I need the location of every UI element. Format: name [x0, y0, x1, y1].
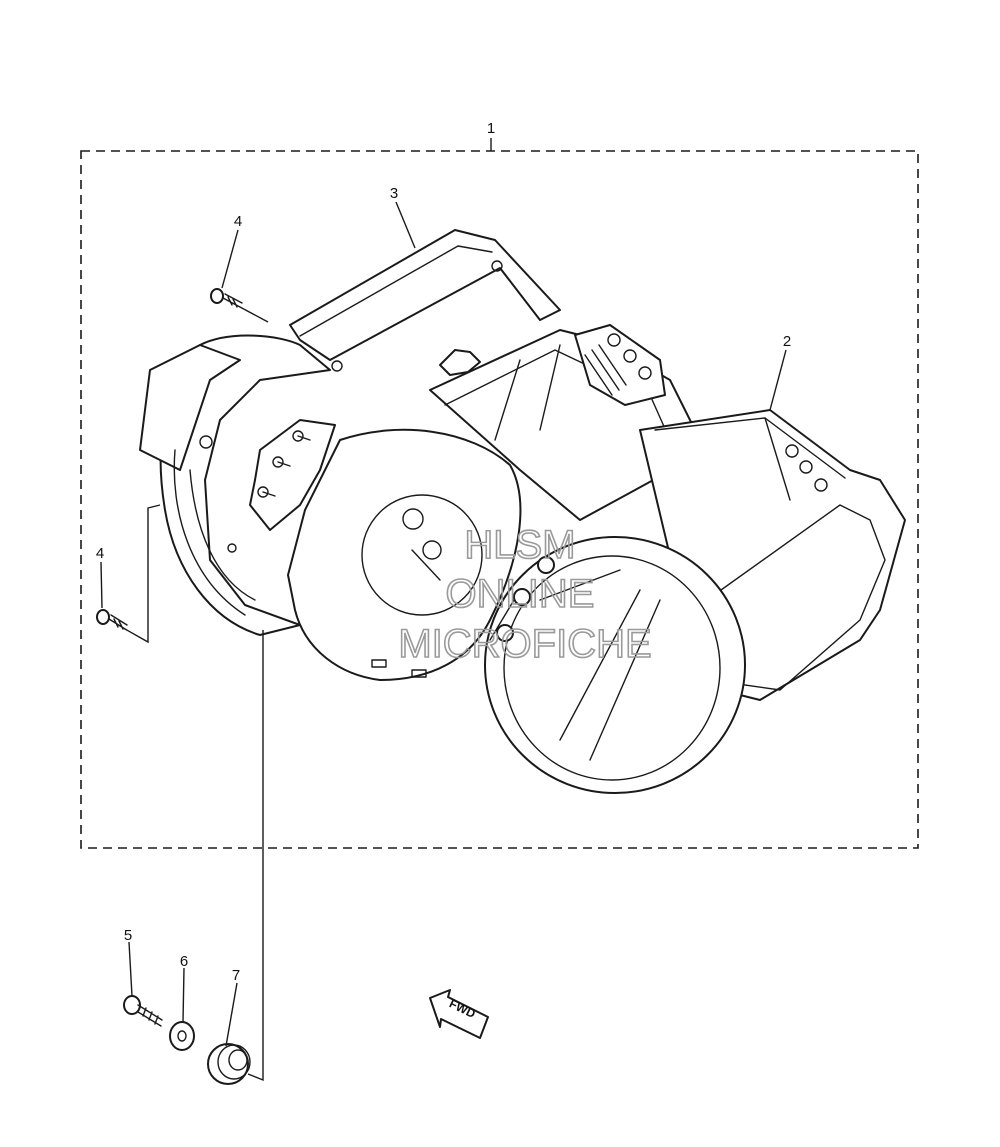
meter-case-lower — [139, 229, 561, 636]
leader-lines — [100, 138, 787, 1082]
arrow-icon — [429, 989, 489, 1039]
callout-7: 7 — [232, 967, 240, 984]
fwd-arrow: FWD — [429, 989, 489, 1039]
assembly-boundary — [80, 150, 919, 849]
washer-6 — [169, 1021, 195, 1051]
callout-3: 3 — [390, 185, 398, 202]
callout-2: 2 — [783, 333, 791, 350]
screw-5 — [123, 995, 163, 1027]
grommet-7 — [207, 1043, 251, 1085]
callout-1: 1 — [487, 120, 495, 137]
callout-4-lower: 4 — [96, 545, 104, 562]
watermark-line-2: ONLINE — [446, 572, 595, 616]
callout-6: 6 — [180, 953, 188, 970]
meter-body — [287, 324, 701, 681]
watermark-line-3: MICROFICHE — [398, 622, 651, 666]
watermark-line-1: HLSM — [464, 523, 575, 567]
watermark: HLSM ONLINE MICROFICHE — [398, 522, 653, 667]
callout-4-upper: 4 — [234, 213, 242, 230]
callout-5: 5 — [124, 927, 132, 944]
meter-cover — [484, 409, 906, 794]
screw-4-lower — [96, 609, 128, 630]
screw-4-upper — [210, 288, 243, 308]
